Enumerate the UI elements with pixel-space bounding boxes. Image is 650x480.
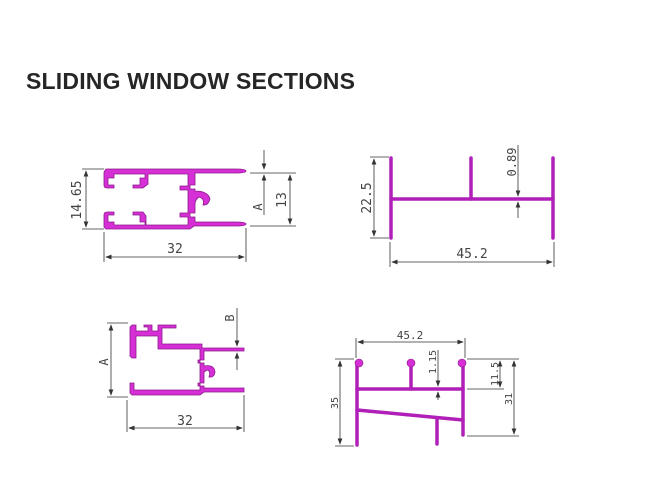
dim-31: 31 (504, 393, 515, 405)
dim-A: A (251, 203, 265, 211)
dim-14-65: 14.65 (70, 180, 85, 219)
dim-11-5: 11.5 (490, 362, 501, 386)
dim-0-89: 0.89 (505, 148, 519, 177)
dim-45-2: 45.2 (456, 247, 487, 262)
dim-22-5: 22.5 (360, 182, 375, 213)
section-2-dimensions (370, 145, 555, 267)
section-4-knobs (354, 358, 467, 368)
section-4-dimensions (335, 338, 519, 447)
section-1-profile (103, 168, 247, 230)
section-2-profile (389, 156, 555, 240)
section-1-dimensions (82, 150, 296, 262)
section-3-dimensions (107, 308, 245, 432)
dim-35: 35 (330, 397, 341, 409)
dim-32: 32 (177, 414, 193, 429)
dim-1-15: 1.15 (428, 350, 439, 374)
dim-13: 13 (275, 192, 290, 208)
dim-32: 32 (167, 242, 183, 257)
section-3-profile (129, 324, 245, 396)
page-title: SLIDING WINDOW SECTIONS (26, 68, 356, 94)
dim-B: B (223, 314, 237, 321)
section-4-profile (355, 360, 465, 447)
dim-45-2: 45.2 (397, 329, 424, 342)
dim-A: A (97, 358, 111, 366)
